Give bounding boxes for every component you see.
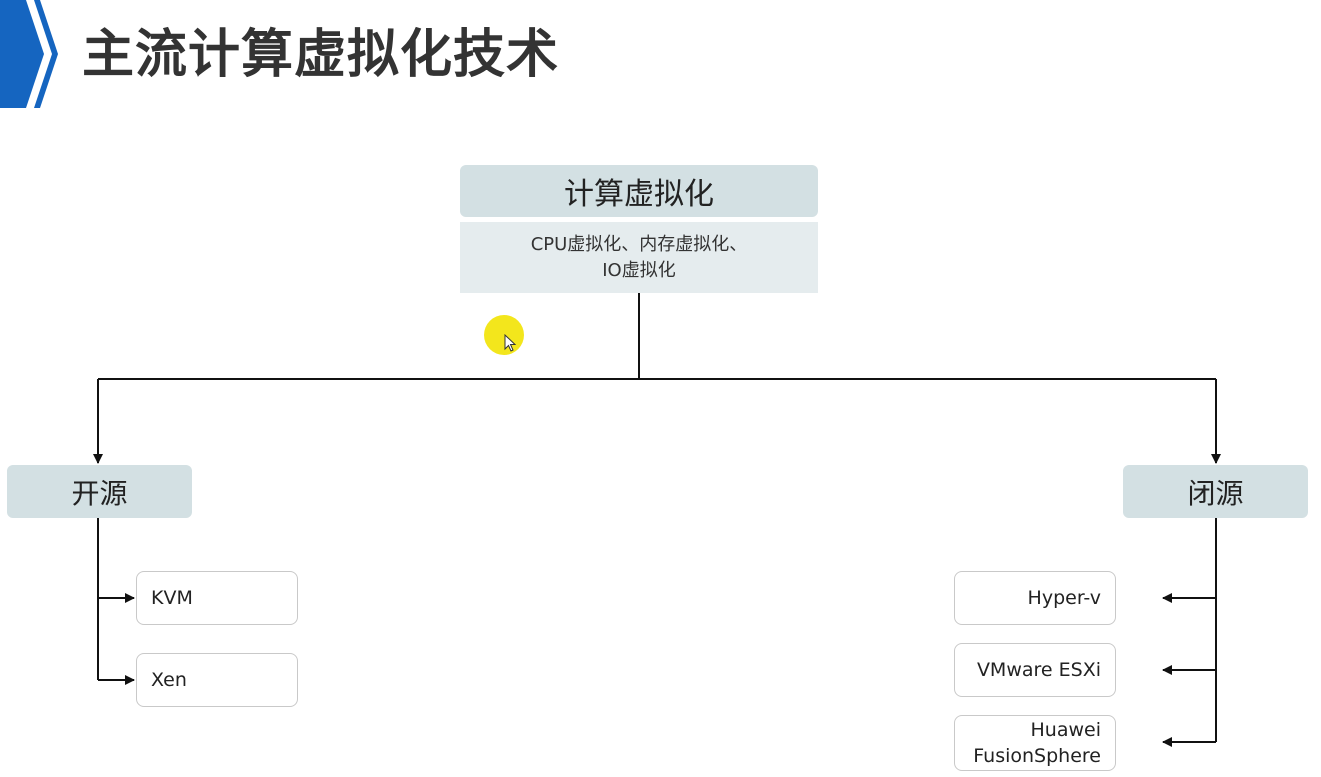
title-chevron-icon <box>0 0 58 108</box>
root-desc-line-2: IO虚拟化 <box>602 259 676 281</box>
root-node-title: 计算虚拟化 <box>460 165 818 217</box>
leaf-vmware-esxi: VMware ESXi <box>954 643 1116 697</box>
cursor-highlight <box>484 315 524 355</box>
leaf-huawei-line-2: FusionSphere <box>973 745 1101 767</box>
leaf-kvm: KVM <box>136 571 298 625</box>
page-title: 主流计算虚拟化技术 <box>82 25 560 85</box>
leaf-xen: Xen <box>136 653 298 707</box>
leaf-huawei-fusionsphere: Huawei FusionSphere <box>954 715 1116 771</box>
root-node-description: CPU虚拟化、内存虚拟化、 IO虚拟化 <box>460 222 818 293</box>
branch-open-source: 开源 <box>7 465 192 518</box>
leaf-huawei-line-1: Huawei <box>1030 719 1101 741</box>
root-desc-line-1: CPU虚拟化、内存虚拟化、 <box>530 233 748 255</box>
leaf-hyperv: Hyper-v <box>954 571 1116 625</box>
mouse-pointer-icon <box>504 334 517 352</box>
branch-closed-source: 闭源 <box>1123 465 1308 518</box>
